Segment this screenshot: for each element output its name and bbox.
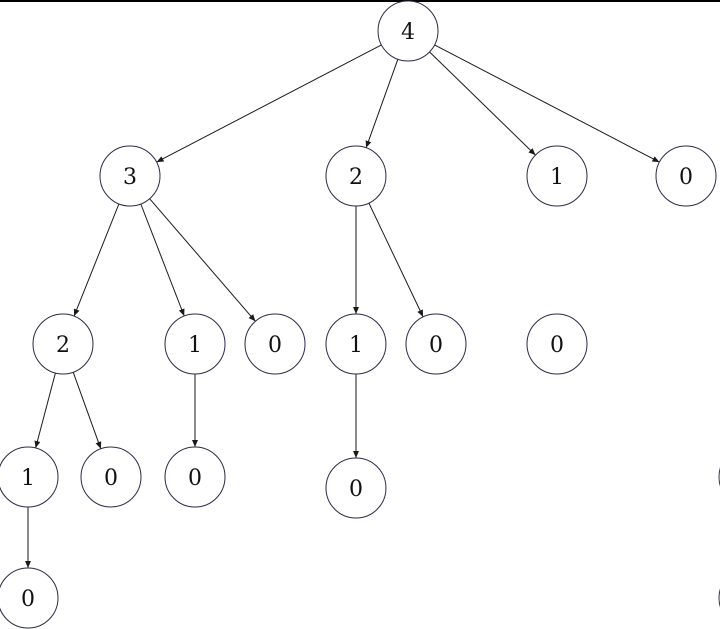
edge-n2-n9 (368, 202, 424, 318)
edge-n0-n3 (429, 51, 536, 156)
node-circle (325, 145, 387, 207)
node-circle (526, 145, 588, 207)
edge-n0-n4 (434, 44, 660, 163)
edge-n0-n2 (365, 59, 399, 148)
node-circle (164, 313, 226, 375)
tree-node: 3 (99, 145, 161, 207)
edge-n1-n5 (73, 203, 120, 317)
tree-node: 2 (32, 313, 94, 375)
tree-node: 0 (325, 457, 387, 519)
node-circle (0, 567, 59, 629)
node-label: 4 (401, 20, 415, 45)
node-label: 0 (349, 477, 363, 502)
node-label: 0 (429, 333, 443, 358)
edge-n5-n11 (34, 372, 56, 449)
node-label: 2 (349, 165, 363, 190)
node-circle (325, 457, 387, 519)
node-label: 1 (188, 333, 202, 358)
edge-n1-n6 (140, 203, 185, 317)
tree-node: 0 (80, 446, 142, 508)
tree-node: 1 (0, 446, 59, 508)
node-circle (99, 145, 161, 207)
node-label: 2 (56, 333, 70, 358)
edges-layer (25, 44, 660, 568)
node-circle (655, 145, 717, 207)
node-label: 1 (550, 165, 564, 190)
tree-node: 1 (164, 313, 226, 375)
node-label: 0 (550, 333, 564, 358)
node-label: 0 (104, 466, 118, 491)
tree-node: 4 (377, 0, 439, 62)
node-circle (377, 0, 439, 62)
tree-node: 1 (526, 145, 588, 207)
node-label: 0 (268, 333, 282, 358)
node-label: 1 (349, 333, 363, 358)
node-circle (405, 313, 467, 375)
node-circle (325, 313, 387, 375)
node-label: 0 (679, 165, 693, 190)
node-circle (32, 313, 94, 375)
node-circle (164, 446, 226, 508)
tree-node: 0 (164, 446, 226, 508)
tree-node: 0 (405, 313, 467, 375)
node-circle (244, 313, 306, 375)
edge-n5-n12 (72, 372, 102, 449)
node-circle (526, 313, 588, 375)
node-circle (80, 446, 142, 508)
tree-node: 1 (325, 313, 387, 375)
node-circle (0, 446, 59, 508)
node-label: 1 (21, 466, 35, 491)
node-label: 0 (188, 466, 202, 491)
tree-node: 0 (655, 145, 717, 207)
tree-node: 0 (526, 313, 588, 375)
tree-node: 0 (0, 567, 59, 629)
edge-n1-n7 (149, 198, 256, 322)
tree-node: 0 (244, 313, 306, 375)
tree-node: 2 (325, 145, 387, 207)
edge-n0-n1 (156, 44, 382, 163)
node-label: 3 (123, 165, 137, 190)
node-label: 0 (21, 587, 35, 612)
